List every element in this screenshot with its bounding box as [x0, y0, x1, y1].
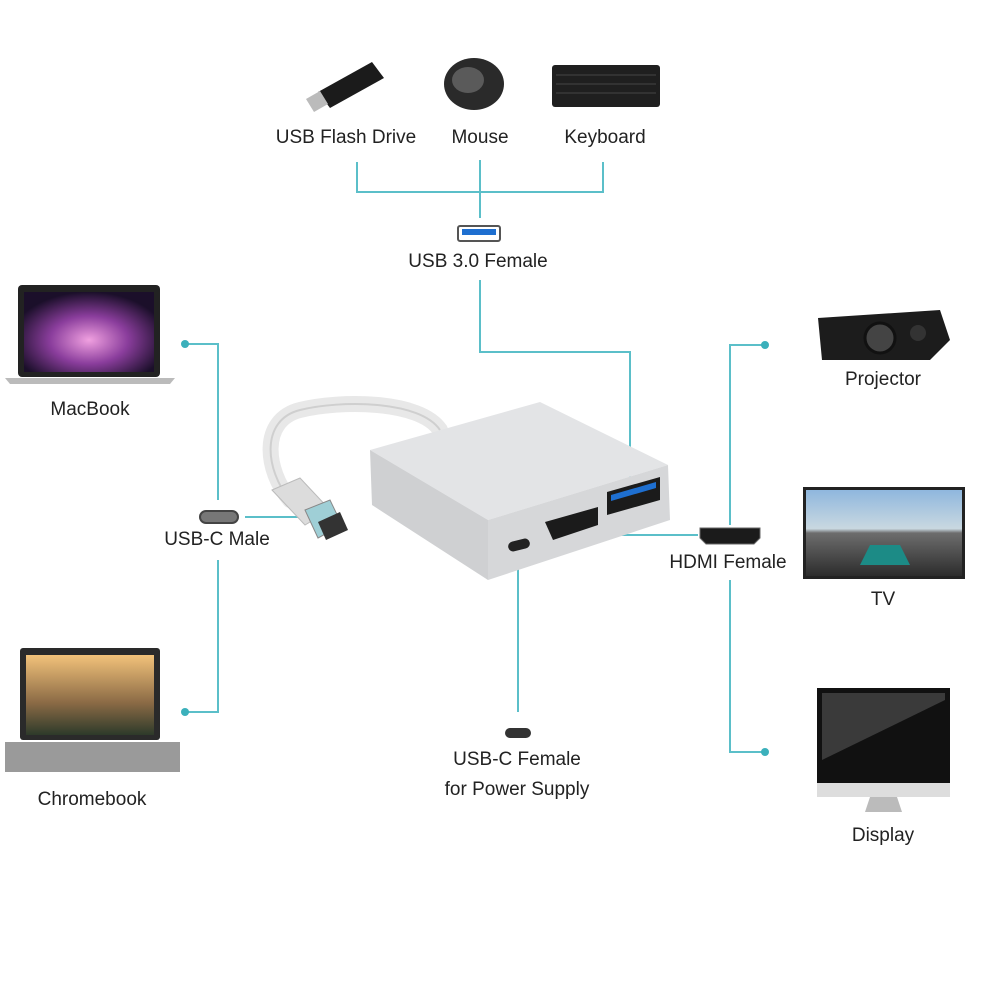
label-mouse: Mouse [451, 127, 509, 148]
adapter-body-icon [370, 402, 670, 580]
tv-icon [803, 487, 965, 579]
hdmi-port-icon [699, 527, 761, 545]
usbc-male-port-icon [199, 510, 239, 524]
label-display: Display [851, 825, 915, 846]
connector-dots [181, 340, 769, 756]
macbook-icon [5, 285, 175, 384]
adapter-cable [262, 396, 448, 540]
usb-flash-drive-icon [306, 62, 384, 112]
label-projector: Projector [844, 369, 922, 390]
label-usbc-female-power: for Power Supply [444, 779, 590, 800]
keyboard-icon [552, 65, 660, 107]
adapter-usbc-port [508, 538, 530, 552]
label-hdmi-female: HDMI Female [669, 552, 787, 573]
label-usbc-female: USB-C Female [453, 749, 581, 770]
mouse-icon [444, 58, 504, 110]
label-usb3-female: USB 3.0 Female [408, 251, 548, 272]
display-icon [817, 688, 950, 812]
label-usb-flash-drive: USB Flash Drive [275, 127, 417, 148]
label-macbook: MacBook [50, 399, 130, 420]
label-keyboard: Keyboard [564, 127, 646, 148]
chromebook-icon [5, 648, 180, 772]
label-usbc-male: USB-C Male [164, 529, 270, 550]
adapter-hdmi-port [545, 507, 598, 540]
usbc-female-port-icon [505, 728, 531, 738]
projector-icon [818, 310, 950, 360]
connector-lines [185, 160, 765, 753]
usb3-port-icon [457, 225, 501, 242]
label-tv: TV [870, 589, 896, 610]
label-chromebook: Chromebook [37, 789, 147, 810]
